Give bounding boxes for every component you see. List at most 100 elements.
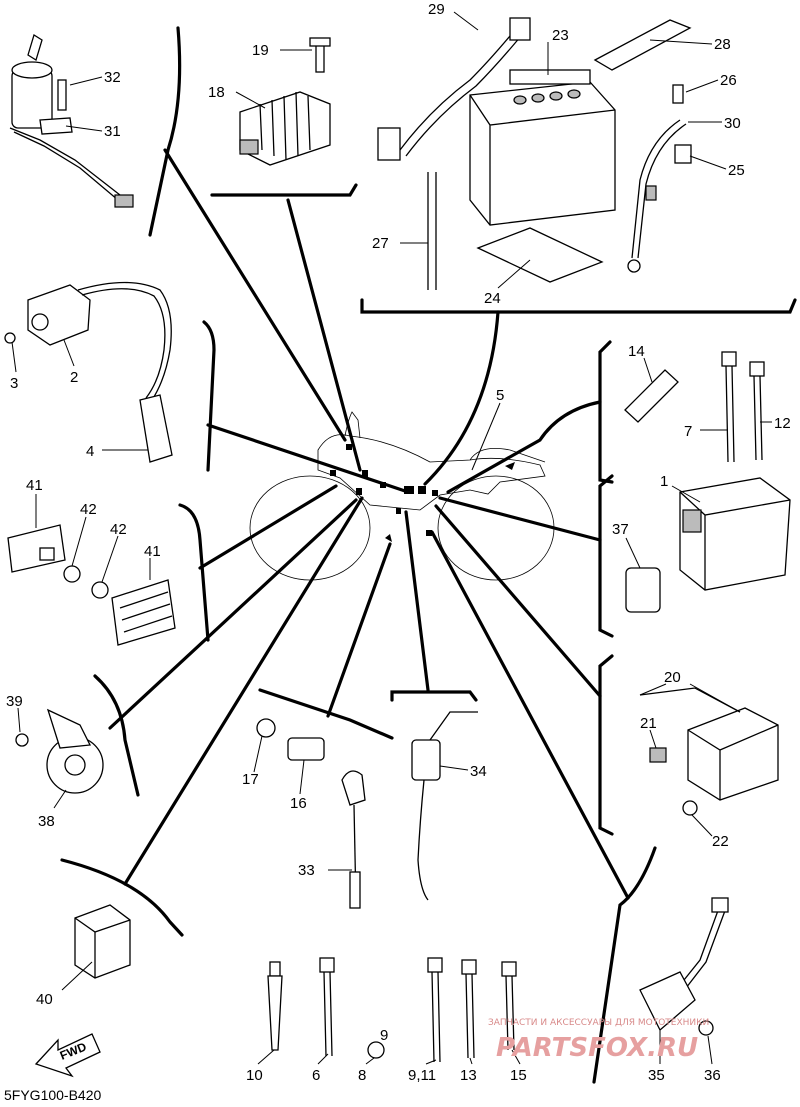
leader-18 <box>286 198 362 472</box>
cdi-connector <box>682 509 702 533</box>
callout-42-first: 42 <box>80 501 97 518</box>
mount-point <box>396 508 401 514</box>
callout-28: 28 <box>714 36 731 53</box>
callout-17: 17 <box>242 771 259 788</box>
main-switch-lead <box>9 127 121 196</box>
reflector-rear <box>7 524 66 573</box>
battery-lead-30 <box>631 119 681 259</box>
horn-bracket <box>46 708 92 749</box>
callout-9-11: 9,11 <box>408 1067 436 1084</box>
gasket-17 <box>256 718 276 738</box>
band-6 <box>323 971 333 1057</box>
stop-switch-wire <box>417 779 429 901</box>
key-icon <box>27 33 43 62</box>
callout-9-small: 9 <box>380 1027 388 1044</box>
callout-31: 31 <box>104 123 121 140</box>
bracket-stop-switch <box>390 690 478 702</box>
battery-pad-24 <box>476 227 604 283</box>
rear-wheel <box>437 475 555 581</box>
motorcycle-outline <box>249 411 555 581</box>
fwd-arrow-icon <box>34 1033 101 1078</box>
callout-10: 10 <box>246 1067 263 1084</box>
watermark: ЗАПЧАСТИ И АКСЕССУАРЫ ДЛЯ МОТОТЕХНИКИ PA… <box>488 1018 709 1063</box>
callout-39: 39 <box>6 693 23 710</box>
mount-point <box>426 530 432 536</box>
hose-bands-part <box>624 351 765 463</box>
cdi-part <box>625 477 791 613</box>
nut-42a <box>63 565 81 583</box>
callout-35: 35 <box>648 1067 665 1084</box>
ignition-coil-part <box>4 281 173 463</box>
bracket-sidestand <box>592 846 657 1084</box>
callout-18: 18 <box>208 84 225 101</box>
nut-42b <box>91 581 109 599</box>
leader-20 <box>434 504 602 698</box>
watermark-brand: PARTSFOX.RU <box>496 1033 698 1063</box>
mount-point <box>432 490 438 496</box>
starter-relay-20 <box>687 707 779 801</box>
callout-24: 24 <box>484 290 501 307</box>
callout-41-front: 41 <box>144 543 161 560</box>
callout-2: 2 <box>70 369 78 386</box>
breather-pipe-27 <box>427 172 437 290</box>
callout-32: 32 <box>104 69 121 86</box>
leader-38 <box>108 498 358 730</box>
callout-7: 7 <box>684 423 692 440</box>
band-10 <box>267 975 283 1051</box>
callout-23: 23 <box>552 27 569 44</box>
clamp-8 <box>367 1041 385 1059</box>
callout-26: 26 <box>720 72 737 89</box>
main-switch-part <box>9 33 134 208</box>
bracket-battery <box>360 298 797 314</box>
callout-29: 29 <box>428 1 445 18</box>
leader-14 <box>446 400 602 494</box>
leader-17 <box>326 542 392 718</box>
callout-1: 1 <box>660 473 668 490</box>
bolt-3 <box>4 332 16 344</box>
mount-point <box>404 486 414 494</box>
bracket-reflectors <box>178 503 210 642</box>
callout-16: 16 <box>290 795 307 812</box>
callout-8: 8 <box>358 1067 366 1084</box>
mount-point <box>330 470 336 476</box>
bracket-hose <box>598 340 614 484</box>
rectifier-part <box>239 37 331 166</box>
mount-point <box>362 470 368 478</box>
bracket-ignition-coil <box>202 320 216 472</box>
callout-25: 25 <box>728 162 745 179</box>
reflector-part <box>7 524 176 646</box>
sensor-33-head <box>341 770 366 806</box>
front-wheel <box>249 475 371 581</box>
starter-relay-part <box>639 687 779 816</box>
hose-14 <box>624 369 679 423</box>
callout-6: 6 <box>312 1067 320 1084</box>
mount-point <box>380 482 386 488</box>
stop-switch-34 <box>411 739 441 781</box>
band-12 <box>753 375 763 461</box>
battery-part <box>377 17 692 290</box>
watermark-tagline: ЗАПЧАСТИ И АКСЕССУАРЫ ДЛЯ МОТОТЕХНИКИ <box>488 1018 709 1028</box>
bracket-cdi <box>598 474 614 638</box>
plug-cap-4 <box>139 394 173 463</box>
forward-arrow: FWD <box>34 1033 101 1078</box>
flasher-relay-part <box>74 904 131 979</box>
callout-4: 4 <box>86 443 94 460</box>
leader-lines <box>108 148 630 900</box>
leader-41 <box>198 484 338 570</box>
bottom-bands <box>267 957 517 1063</box>
bracket-neutral <box>258 688 394 740</box>
leader-34 <box>404 510 430 692</box>
diagram-code: 5FYG100-B420 <box>4 1087 101 1103</box>
leader-35 <box>430 530 630 900</box>
stop-switch-part <box>411 711 478 901</box>
seat <box>469 447 546 463</box>
battery-body <box>469 81 616 226</box>
callout-42-second: 42 <box>110 521 127 538</box>
bike-body <box>317 434 546 511</box>
callout-12: 12 <box>774 415 791 432</box>
callout-33: 33 <box>298 862 315 879</box>
main-switch-connector <box>114 194 134 208</box>
leader-31 <box>163 148 347 442</box>
